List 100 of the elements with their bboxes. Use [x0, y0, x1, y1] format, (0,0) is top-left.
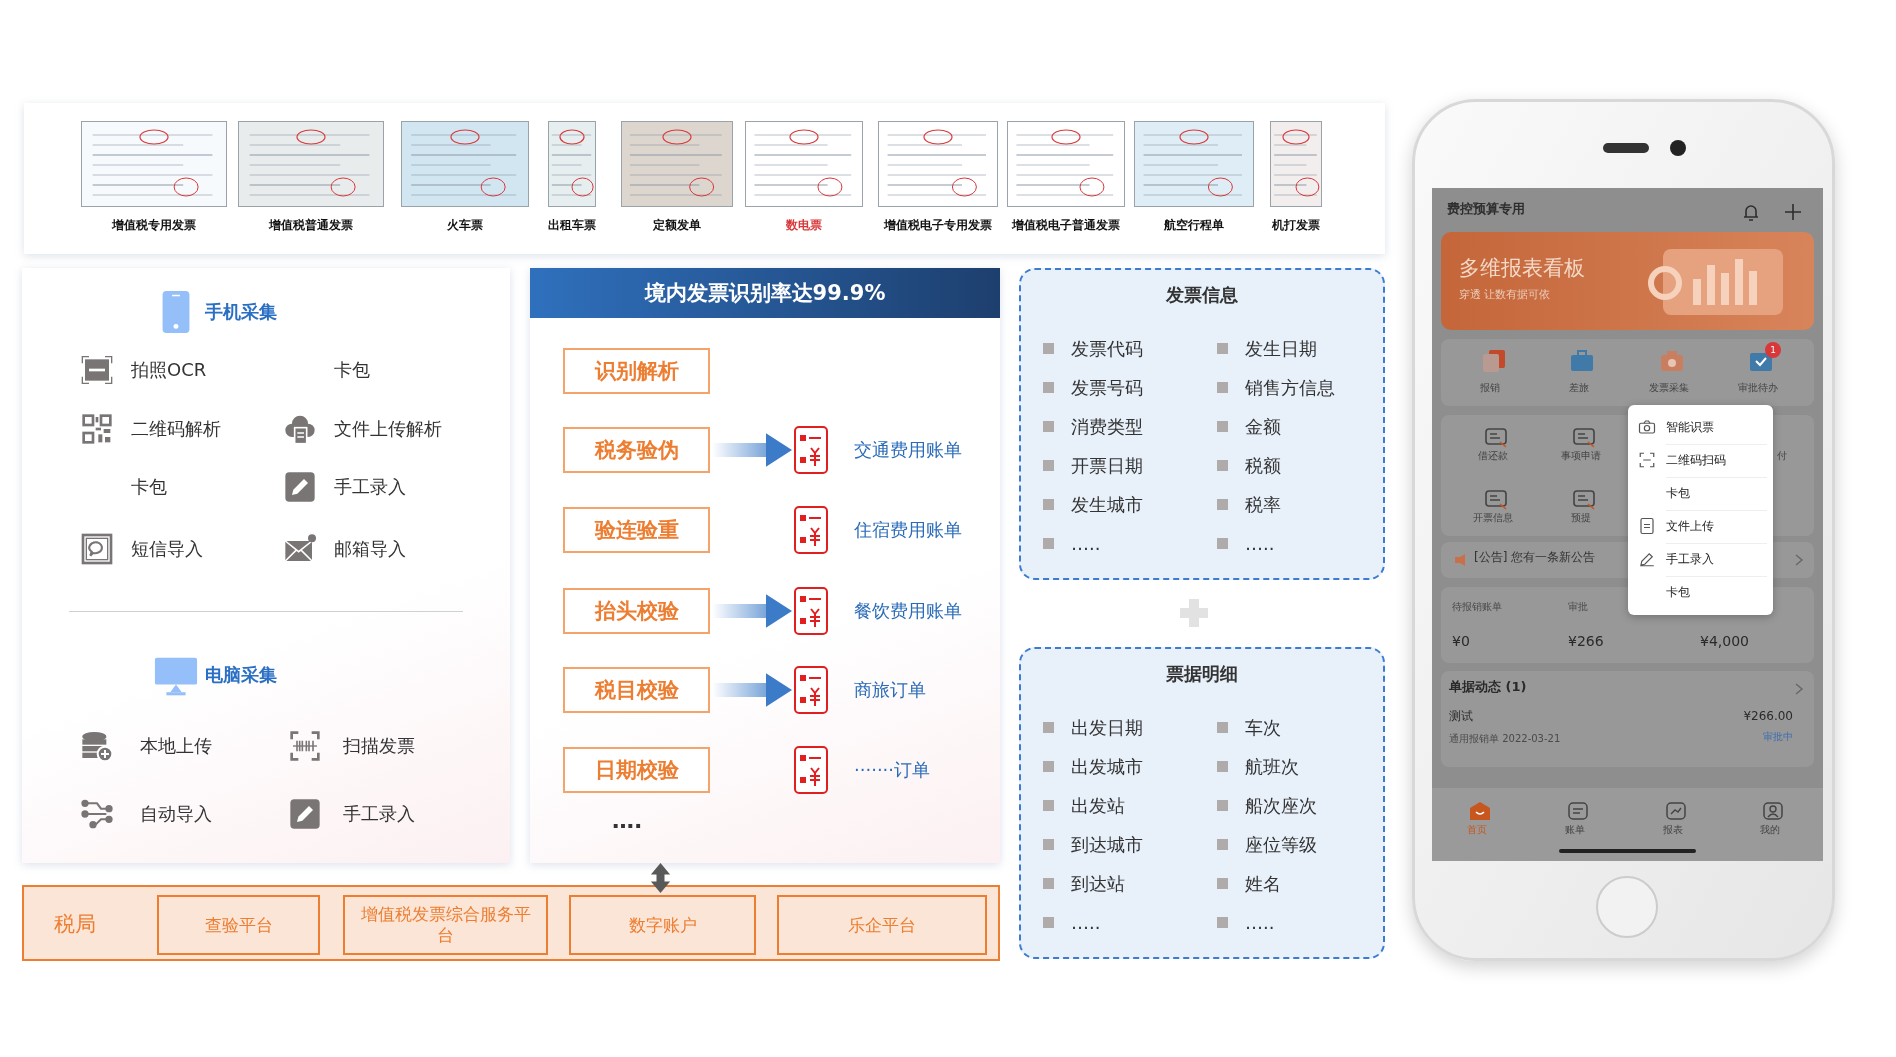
- menu-label: 差旅: [1568, 381, 1590, 394]
- field-item: 税额: [1217, 453, 1281, 479]
- bill-type: 交通费用账单: [854, 438, 962, 462]
- section-heading: 手机采集: [205, 300, 277, 324]
- field-item: 出发日期: [1043, 715, 1143, 741]
- check-step-box: 日期校验: [563, 747, 710, 793]
- platform-box: 数字账户: [569, 895, 756, 955]
- ellipsis-text: ….: [612, 807, 643, 835]
- tax-bureau-band: [22, 885, 1000, 961]
- invoice-caption: 增值税电子专用发票: [882, 217, 993, 234]
- invoice-caption: 火车票: [446, 217, 484, 234]
- menu-item: 智能识票: [1666, 419, 1714, 436]
- bill-type: ·······订单: [854, 758, 931, 782]
- band-label: 税局: [54, 911, 96, 937]
- field-item: 到达站: [1043, 871, 1125, 897]
- invoice-caption: 增值税电子普通发票: [1010, 217, 1121, 234]
- field-item: 销售方信息: [1217, 375, 1335, 401]
- menu-label: 发票采集: [1648, 381, 1690, 394]
- panel-heading: 票据明细: [1165, 662, 1239, 686]
- invoice-caption: 航空行程单: [1163, 217, 1225, 234]
- collection-method: 二维码解析: [131, 417, 221, 441]
- invoice-caption: 出租车票: [547, 217, 597, 234]
- invoice-caption: 增值税普通发票: [267, 217, 354, 234]
- collection-method: 卡包: [334, 358, 370, 382]
- field-item: 车次: [1217, 715, 1281, 741]
- title-banner: 境内发票识别率达99.9%: [530, 268, 1000, 318]
- collection-method: 手工录入: [334, 475, 406, 499]
- field-item: 到达城市: [1043, 832, 1143, 858]
- platform-box: 查验平台: [157, 895, 320, 955]
- collection-panel: [22, 268, 510, 863]
- field-item: …..: [1043, 910, 1101, 936]
- collection-method: 卡包: [131, 475, 167, 499]
- field-item: 姓名: [1217, 871, 1281, 897]
- check-step-box: 抬头校验: [563, 588, 710, 634]
- summary-text: ¥266: [1568, 632, 1604, 650]
- summary-text: ¥0: [1452, 632, 1470, 650]
- check-step-box: 税务验伪: [563, 427, 710, 473]
- recognition-panel: [530, 268, 1000, 863]
- tab-label: 我的: [1759, 823, 1781, 836]
- collection-method: 手工录入: [343, 802, 415, 826]
- check-step-box: 税目校验: [563, 667, 710, 713]
- field-item: 发生城市: [1043, 492, 1143, 518]
- document-subtitle: 通用报销单 2022-03-21: [1449, 732, 1561, 745]
- summary-text: 待报销账单: [1452, 600, 1502, 613]
- app-title: 费控预算专用: [1447, 200, 1525, 217]
- field-item: 金额: [1217, 414, 1281, 440]
- field-item: …..: [1217, 910, 1275, 936]
- menu-item: 手工录入: [1666, 551, 1714, 568]
- document-title: 测试: [1449, 708, 1473, 724]
- platform-box: 增值税发票综合服务平台: [343, 895, 548, 955]
- tab-label: 首页: [1466, 823, 1488, 836]
- banner-subtitle: 穿透 让数有据可依: [1459, 288, 1551, 302]
- invoice-caption: 定额发单: [652, 217, 702, 234]
- field-item: 开票日期: [1043, 453, 1143, 479]
- invoice-caption: 机打发票: [1271, 217, 1321, 234]
- field-item: 发票代码: [1043, 336, 1143, 362]
- menu-item: 文件上传: [1666, 518, 1714, 535]
- field-item: 发票号码: [1043, 375, 1143, 401]
- info-panel: [1019, 268, 1385, 580]
- collection-method: 短信导入: [131, 537, 203, 561]
- collection-method: 文件上传解析: [334, 417, 442, 441]
- field-item: …..: [1217, 531, 1275, 557]
- menu-label: 事项申请: [1560, 449, 1602, 462]
- tab-label: 账单: [1564, 823, 1586, 836]
- field-item: 税率: [1217, 492, 1281, 518]
- menu-item: 卡包: [1666, 584, 1690, 601]
- collection-method: 拍照OCR: [131, 358, 207, 382]
- field-item: 出发城市: [1043, 754, 1143, 780]
- amount-text: ¥266.00: [1743, 708, 1793, 724]
- collection-method: 扫描发票: [343, 734, 415, 758]
- summary-text: 审批: [1568, 600, 1588, 613]
- check-step-box: 识别解析: [563, 348, 710, 394]
- field-item: …..: [1043, 531, 1101, 557]
- arrow: [712, 594, 792, 628]
- field-item: 航班次: [1217, 754, 1299, 780]
- banner-title: 多维报表看板: [1459, 255, 1585, 282]
- bill-type: 商旅订单: [854, 678, 926, 702]
- arrow: [712, 433, 792, 467]
- section-heading: 电脑采集: [205, 663, 277, 687]
- menu-item: 卡包: [1666, 485, 1690, 502]
- arrow: [712, 673, 792, 707]
- menu-label: 借还款: [1477, 449, 1509, 462]
- collection-method: 本地上传: [140, 734, 212, 758]
- status-text: 审批中: [1763, 730, 1793, 743]
- bill-type: 餐饮费用账单: [854, 599, 962, 623]
- check-step-box: 验连验重: [563, 507, 710, 553]
- field-item: 座位等级: [1217, 832, 1317, 858]
- arrow: [650, 863, 671, 893]
- section-title: 单据动态 (1): [1449, 678, 1527, 695]
- bill-type: 住宿费用账单: [854, 518, 962, 542]
- notice-text: [公告] 您有一条新公告: [1474, 549, 1596, 565]
- menu-item: 二维码扫码: [1666, 452, 1726, 469]
- menu-label: 报销: [1479, 381, 1501, 394]
- menu-label: 预提: [1570, 511, 1592, 524]
- tab-label: 报表: [1662, 823, 1684, 836]
- invoice-strip-panel: [24, 103, 1385, 254]
- smartphone: [1412, 99, 1835, 961]
- field-item: 出发站: [1043, 793, 1125, 819]
- platform-box: 乐企平台: [777, 895, 987, 955]
- menu-label: 开票信息: [1472, 511, 1514, 524]
